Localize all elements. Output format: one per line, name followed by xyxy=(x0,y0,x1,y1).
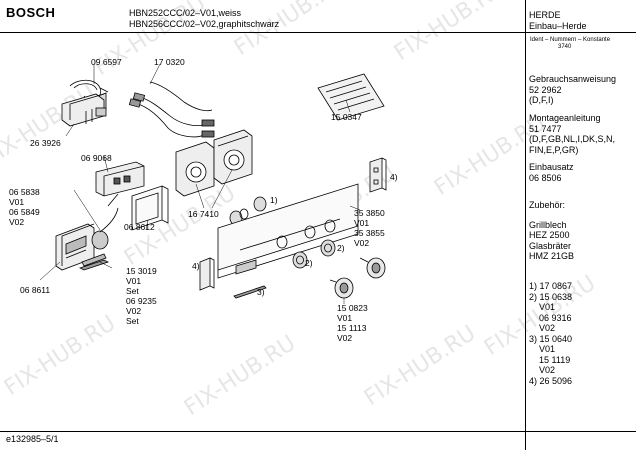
part-number-label: 09 6597 xyxy=(91,57,122,67)
variant-label: V01 xyxy=(126,276,142,286)
part-number-label: 16 7410 xyxy=(188,209,219,219)
brand-logo: BOSCH xyxy=(6,5,56,20)
accessory-name: Glasbräter xyxy=(529,240,572,251)
install-languages: FIN,E,P,GR) xyxy=(529,144,579,155)
footnote-marker: 4) xyxy=(390,172,398,182)
thermostat-part xyxy=(61,93,107,127)
accessory-code: HMZ 21GB xyxy=(529,251,575,261)
ident-block: Ident – Nummern – Konstante 3740 xyxy=(530,37,610,51)
clock-module-part xyxy=(55,223,110,271)
category-subtitle: Einbau–Herde xyxy=(529,21,587,31)
footnote-marker: 2) xyxy=(337,243,345,253)
footnote: 3) 15 0640 xyxy=(529,333,573,344)
insert-number: 06 8506 xyxy=(529,172,562,183)
header-divider xyxy=(0,32,636,33)
footnote: 4) 26 5096 xyxy=(529,375,573,386)
install-number: 51 7477 xyxy=(529,123,562,134)
footnote-marker: 2) xyxy=(305,258,313,268)
rod-part xyxy=(233,285,267,299)
variant-label: Set xyxy=(126,316,139,326)
footnote-marker: 3) xyxy=(257,287,265,297)
rotary-knob-part xyxy=(292,239,336,269)
control-panel-label-part xyxy=(317,73,385,121)
exploded-parts-drawing xyxy=(39,63,387,304)
part-number-label: 17 0320 xyxy=(154,57,185,67)
accessory-code: HEZ 2500 xyxy=(529,230,570,240)
control-panel-part xyxy=(217,183,359,279)
part-number-label: 35 3850 xyxy=(354,208,385,218)
rotary-switch-part xyxy=(329,257,386,299)
part-number-label: 06 9068 xyxy=(81,153,112,163)
control-module-part xyxy=(95,161,145,207)
footer-divider xyxy=(0,431,636,432)
model-line: HBN252CCC/02–V01,weiss xyxy=(129,8,242,18)
footnote-marker: 4) xyxy=(192,261,200,271)
footnote-marker: 1) xyxy=(270,195,278,205)
footnote: V02 xyxy=(529,323,556,333)
part-number-label: 06 8612 xyxy=(124,222,155,232)
variant-label: V01 xyxy=(9,197,25,207)
ident-label: Ident – Nummern – Konstante xyxy=(530,37,611,43)
accessories-title: Zubehör: xyxy=(529,200,566,210)
manual-number: 52 2962 xyxy=(529,84,562,95)
leader-lines xyxy=(39,63,361,304)
footnote: V02 xyxy=(529,365,556,375)
part-number-label: 35 3855 xyxy=(354,228,385,238)
part-number-label: 15 0823 xyxy=(337,303,368,313)
variant-label: Set xyxy=(126,286,139,296)
footnote: V01 xyxy=(529,302,556,312)
variant-label: V01 xyxy=(354,218,370,228)
part-number-label: 26 3926 xyxy=(30,138,61,148)
selector-switch-part xyxy=(175,129,253,197)
lamp-part xyxy=(81,253,107,267)
part-number-label: 06 5838 xyxy=(9,187,40,197)
footnote: 2) 15 0638 xyxy=(529,291,573,302)
ident-number: 3740 xyxy=(558,44,572,50)
variant-label: V02 xyxy=(337,333,353,343)
connection-wire xyxy=(99,207,119,233)
variant-label: V02 xyxy=(126,306,142,316)
mounting-bracket-part xyxy=(199,257,215,291)
insert-title: Einbausatz xyxy=(529,162,574,172)
part-number-label: 15 1113 xyxy=(337,323,367,333)
cable-harness-part xyxy=(128,81,215,138)
manual-languages: (D,F,I) xyxy=(529,95,554,105)
part-number-label: 06 9235 xyxy=(126,296,157,306)
category-title: HERDE xyxy=(529,10,561,20)
variant-label: V01 xyxy=(337,313,353,323)
column-divider xyxy=(525,0,526,450)
part-number-label: 15 3019 xyxy=(126,266,157,276)
variant-label: V02 xyxy=(354,238,370,248)
accessory-name: Grillblech xyxy=(529,219,567,230)
footnote: 06 9316 xyxy=(529,312,572,323)
footnote: 1) 17 0867 xyxy=(529,281,573,291)
model-list: HBN252CCC/02–V01,weiss HBN256CCC/02–V02,… xyxy=(129,8,279,30)
install-languages: (D,F,GB,NL,I,DK,S,N, xyxy=(529,134,616,144)
display-frame-part xyxy=(131,185,169,231)
model-line: HBN256CCC/02–V02,graphitschwarz xyxy=(129,19,280,29)
install-title: Montageanleitung xyxy=(529,113,601,123)
appliance-category: HERDE Einbau–Herde xyxy=(529,10,587,32)
document-id: e132985–5/1 xyxy=(6,434,59,444)
part-number-label: 06 5849 xyxy=(9,207,40,217)
mounting-bracket-part xyxy=(369,157,387,193)
part-number-label: 06 8611 xyxy=(20,285,51,295)
footnote: V01 xyxy=(529,344,556,354)
footnote: 15 1119 xyxy=(529,354,571,365)
manual-title: Gebrauchsanweisung xyxy=(529,74,617,84)
part-number-label: 15 0347 xyxy=(331,112,362,122)
variant-label: V02 xyxy=(9,217,25,227)
